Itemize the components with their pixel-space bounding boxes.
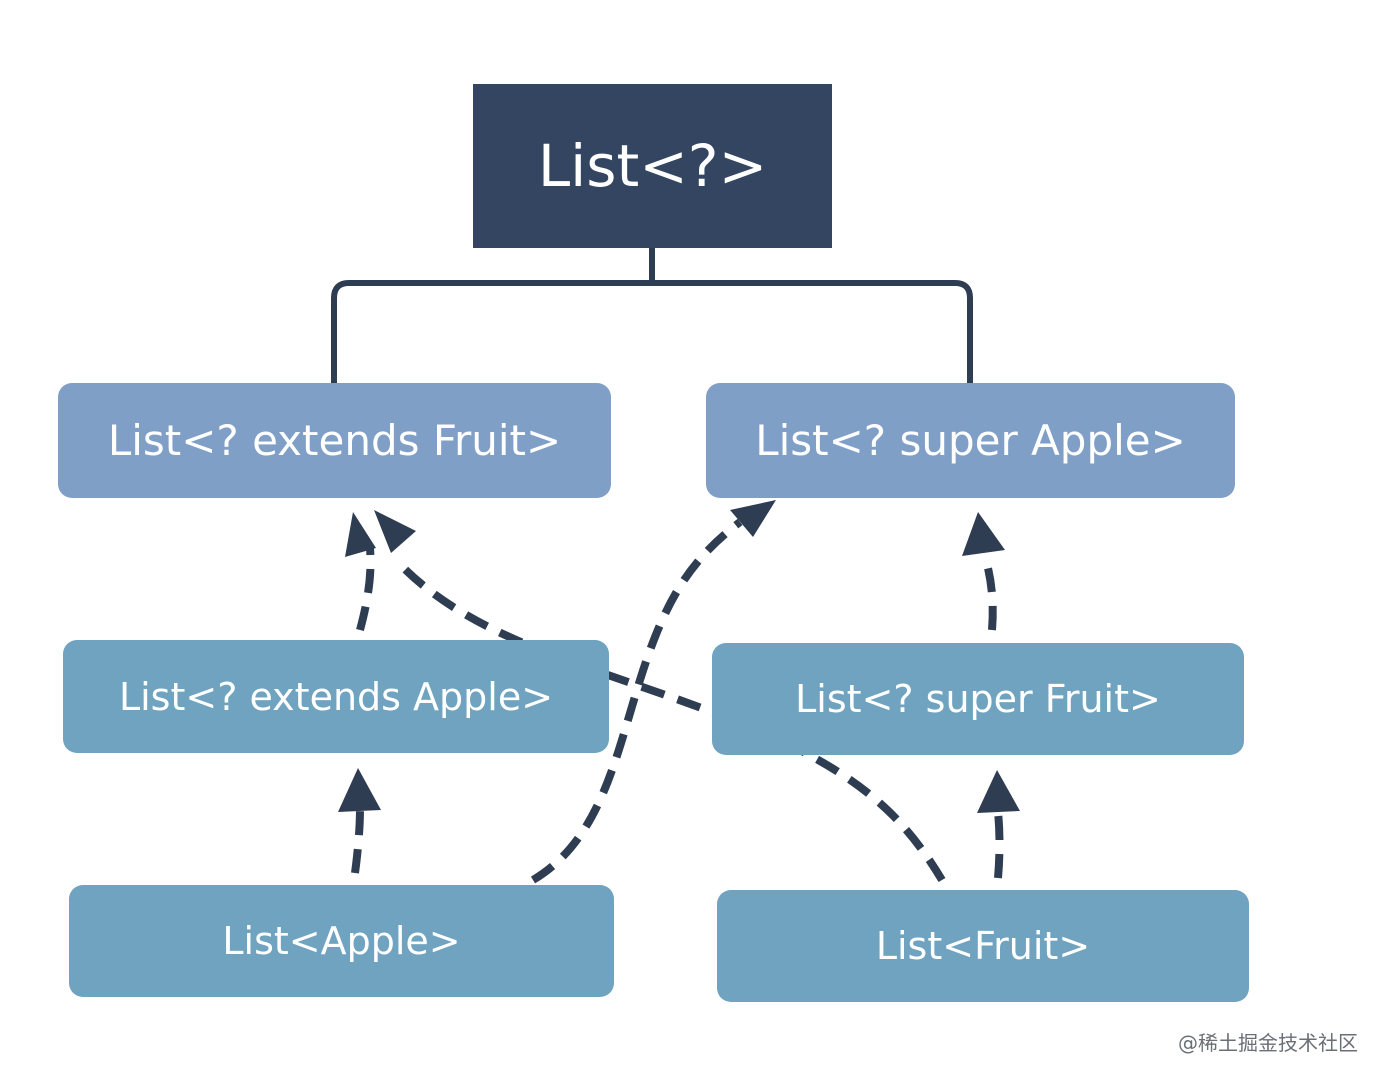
dashed-edge-fruit-to-super-fruit [994, 811, 1004, 879]
tree-connector [331, 248, 973, 383]
dashed-edge-fruit-to-extends-fruit [393, 557, 946, 883]
dashed-edge-super-fruit-to-super-apple [982, 558, 997, 631]
arrowhead-extends-apple [338, 768, 381, 812]
node-list-super-apple: List<? super Apple> [706, 383, 1235, 498]
dashed-edge-extends-apple-to-extends-fruit [356, 547, 375, 632]
dashed-edge-apple-to-super-apple [530, 518, 743, 884]
node-list-super-fruit: List<? super Fruit> [712, 643, 1244, 755]
node-list-apple: List<Apple> [69, 885, 614, 997]
node-list-fruit: List<Fruit> [717, 890, 1249, 1002]
arrowhead-extends-fruit-left [345, 512, 376, 557]
node-list-wildcard: List<?> [473, 84, 832, 248]
dashed-edge-apple-to-extends-apple [351, 807, 364, 874]
arrowhead-extends-fruit-right [374, 510, 416, 553]
node-list-extends-apple: List<? extends Apple> [63, 640, 609, 753]
arrowhead-super-fruit [977, 770, 1020, 813]
arrowhead-super-apple-left [730, 500, 776, 537]
arrowhead-super-apple-bottom [962, 512, 1005, 556]
watermark: @稀土掘金技术社区 [1178, 1031, 1358, 1055]
node-list-extends-fruit: List<? extends Fruit> [58, 383, 611, 498]
